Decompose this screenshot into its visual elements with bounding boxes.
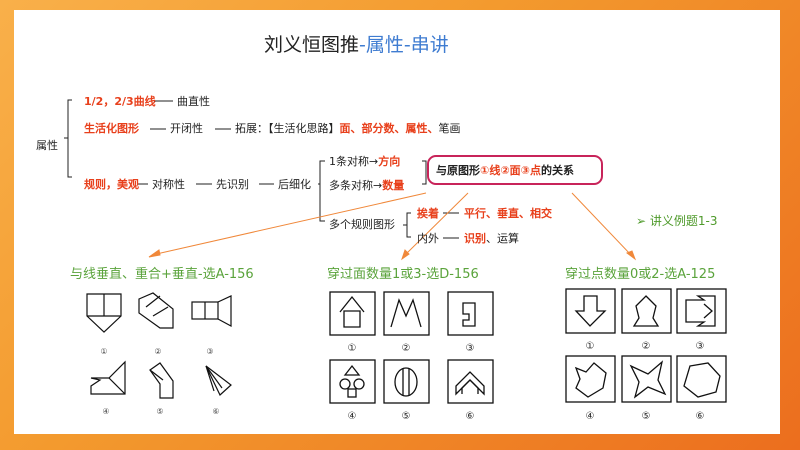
tree-closed: 开闭性 (170, 122, 203, 135)
slide-title: 刘义恒图推-属性-串讲 (264, 34, 449, 56)
tree-adjacent-items: 平行、垂直、相交 (464, 207, 552, 220)
tree-symmetry: 对称性 (152, 178, 185, 191)
tip-note: ➢ 讲义例题1-3 (636, 214, 718, 228)
fig3-num-2: ② (642, 341, 651, 352)
tree-one-axis: 1条对称→方向 (329, 155, 401, 168)
tree-relation: 与原图形①线②面③点的关系 (436, 164, 574, 177)
figure-group-3-label: 穿过点数量0或2-选A-125 (565, 267, 716, 282)
tree-root: 属性 (36, 139, 58, 152)
fig2-num-6: ⑥ (466, 411, 475, 422)
fig2-num-3: ③ (466, 343, 475, 354)
fig3-shape-3 (685, 295, 716, 327)
figure-group-2-label: 穿过面数量1或3-选D-156 (327, 267, 479, 282)
figure-group-1-label: 与线垂直、重合+垂直-选A-156 (70, 267, 254, 282)
fig3-box-4 (565, 355, 616, 403)
slide-canvas (14, 10, 780, 434)
tree-expand: 拓展：【生活化思路】面、部分数、属性、笔画 (235, 122, 461, 135)
tree-adjacent: 挨着 (417, 207, 439, 220)
fig3-shape-1 (574, 295, 607, 327)
fig1-shape-5 (149, 362, 174, 399)
fig2-box-3 (447, 291, 494, 336)
tree-then: 后细化 (278, 178, 311, 191)
fig3-box-3 (676, 288, 727, 334)
fig3-box-2 (621, 288, 672, 334)
fig3-num-1: ① (586, 341, 595, 352)
fig3-num-6: ⑥ (696, 411, 705, 422)
tree-life: 生活化图形 (84, 122, 139, 135)
fig3-shape-5 (629, 360, 667, 399)
fig1-num-2: ② (154, 347, 161, 356)
fig2-shape-5 (394, 367, 418, 397)
fig3-num-4: ④ (586, 411, 595, 422)
fig1-shape-2 (138, 292, 174, 329)
fig1-num-3: ③ (206, 347, 213, 356)
fig1-num-1: ① (100, 347, 107, 356)
fig2-num-4: ④ (348, 411, 357, 422)
tree-first: 先识别 (216, 178, 249, 191)
fig1-shape-4 (90, 360, 126, 395)
tree-multi-axis: 多条对称→数量 (329, 179, 405, 192)
fig2-shape-3 (462, 302, 476, 327)
fig3-box-6 (676, 355, 727, 403)
fig3-num-3: ③ (696, 341, 705, 352)
fig3-num-5: ⑤ (642, 411, 651, 422)
fig1-shape-1 (86, 293, 122, 333)
fig2-box-4 (329, 359, 376, 404)
tree-multi-regular: 多个规则图形 (329, 218, 395, 231)
fig2-num-5: ⑤ (402, 411, 411, 422)
fig1-num-6: ⑥ (212, 407, 219, 416)
fig2-box-2 (383, 291, 430, 336)
tree-curve: 1/2，2/3曲线 (84, 95, 156, 108)
fig1-num-5: ⑤ (156, 407, 163, 416)
tree-regular: 规则，美观 (84, 178, 139, 191)
fig3-shape-4 (574, 362, 607, 398)
fig2-num-1: ① (348, 343, 357, 354)
fig2-shape-6 (455, 371, 485, 396)
tree-curve-rest: 曲直性 (177, 95, 210, 108)
tree-inout-items: 识别、运算 (464, 232, 519, 245)
fig2-box-5 (383, 359, 430, 404)
fig1-shape-3 (191, 295, 232, 328)
fig2-box-1 (329, 291, 376, 336)
fig1-shape-6 (205, 365, 232, 396)
fig2-shape-4 (339, 364, 365, 398)
fig3-shape-6 (683, 362, 721, 398)
fig2-shape-2 (390, 298, 422, 328)
tree-inout: 内外 (417, 232, 439, 245)
relation-highlight-box (427, 155, 603, 185)
fig2-num-2: ② (402, 343, 411, 354)
fig1-num-4: ④ (102, 407, 109, 416)
fig3-box-5 (621, 355, 672, 403)
fig2-shape-1 (339, 295, 365, 328)
fig3-box-1 (565, 288, 616, 334)
fig2-box-6 (447, 359, 494, 404)
fig3-shape-2 (632, 295, 660, 327)
